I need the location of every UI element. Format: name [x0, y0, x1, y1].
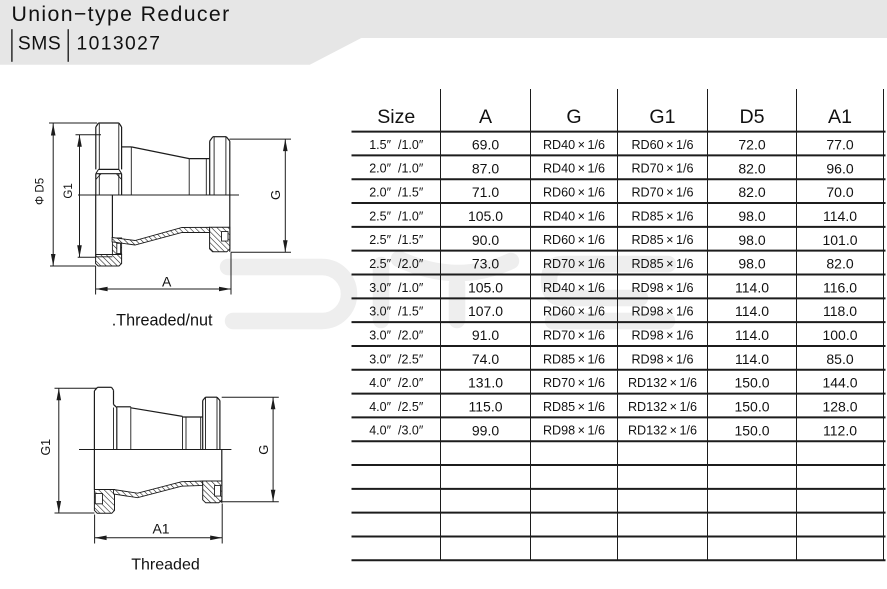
svg-text:Φ D5: Φ D5: [34, 178, 46, 205]
svg-text:98.0: 98.0: [738, 256, 765, 272]
svg-text:99.0: 99.0: [472, 422, 499, 438]
svg-text:G: G: [566, 106, 581, 128]
svg-text:RD40 × 1/6: RD40 × 1/6: [543, 281, 605, 295]
svg-text:87.0: 87.0: [472, 160, 499, 176]
svg-text:100.0: 100.0: [822, 327, 857, 343]
svg-text:RD70 × 1/6: RD70 × 1/6: [631, 186, 693, 200]
svg-text:72.0: 72.0: [738, 137, 765, 153]
svg-text:3.0″ /2.5″: 3.0″ /2.5″: [369, 352, 424, 366]
svg-text:RD60 × 1/6: RD60 × 1/6: [543, 186, 605, 200]
svg-text:114.0: 114.0: [735, 279, 769, 295]
svg-text:RD98 × 1/6: RD98 × 1/6: [631, 281, 693, 295]
svg-text:RD70 × 1/6: RD70 × 1/6: [543, 328, 605, 342]
svg-text:RD70 × 1/6: RD70 × 1/6: [543, 257, 605, 271]
svg-text:Union−type Reducer: Union−type Reducer: [12, 2, 231, 26]
svg-text:71.0: 71.0: [472, 184, 499, 200]
svg-text:2.0″ /1.5″: 2.0″ /1.5″: [369, 186, 424, 200]
svg-text:90.0: 90.0: [472, 232, 499, 248]
svg-text:A1: A1: [828, 106, 852, 128]
svg-text:A: A: [162, 273, 172, 289]
svg-text:114.0: 114.0: [735, 303, 769, 319]
svg-text:105.0: 105.0: [468, 208, 503, 224]
svg-text:118.0: 118.0: [823, 303, 857, 319]
svg-text:RD85 × 1/6: RD85 × 1/6: [631, 257, 693, 271]
svg-text:A: A: [479, 106, 493, 128]
svg-text:82.0: 82.0: [738, 184, 765, 200]
svg-text:3.0″ /2.0″: 3.0″ /2.0″: [369, 328, 424, 342]
svg-text:RD60 × 1/6: RD60 × 1/6: [543, 233, 605, 247]
svg-text:2.5″ /1.5″: 2.5″ /1.5″: [369, 233, 424, 247]
svg-text:G: G: [256, 445, 271, 455]
svg-text:RD85 × 1/6: RD85 × 1/6: [631, 233, 693, 247]
svg-text:150.0: 150.0: [734, 398, 769, 414]
svg-text:112.0: 112.0: [823, 422, 857, 438]
svg-text:RD85 × 1/6: RD85 × 1/6: [543, 400, 605, 414]
svg-text:131.0: 131.0: [468, 375, 503, 391]
svg-text:114.0: 114.0: [735, 351, 769, 367]
svg-text:98.0: 98.0: [738, 232, 765, 248]
svg-text:85.0: 85.0: [826, 351, 853, 367]
svg-text:RD85 × 1/6: RD85 × 1/6: [543, 352, 605, 366]
svg-text:4.0″ /2.0″: 4.0″ /2.0″: [369, 376, 424, 390]
svg-text:74.0: 74.0: [472, 351, 499, 367]
svg-text:RD40 × 1/6: RD40 × 1/6: [543, 138, 605, 152]
svg-text:RD70 × 1/6: RD70 × 1/6: [543, 376, 605, 390]
svg-text:RD85 × 1/6: RD85 × 1/6: [631, 209, 693, 223]
svg-text:1.5″ /1.0″: 1.5″ /1.0″: [369, 138, 424, 152]
svg-text:.Threaded/nut: .Threaded/nut: [112, 312, 213, 330]
svg-text:RD40 × 1/6: RD40 × 1/6: [543, 209, 605, 223]
svg-text:73.0: 73.0: [472, 256, 499, 272]
svg-text:3.0″ /1.5″: 3.0″ /1.5″: [369, 305, 424, 319]
svg-text:70.0: 70.0: [826, 184, 853, 200]
svg-text:SMS: SMS: [18, 33, 61, 54]
svg-text:G1: G1: [39, 439, 53, 456]
svg-text:RD132 × 1/6: RD132 × 1/6: [628, 400, 697, 414]
svg-text:116.0: 116.0: [823, 279, 857, 295]
svg-text:RD60 × 1/6: RD60 × 1/6: [631, 138, 693, 152]
svg-text:82.0: 82.0: [738, 160, 765, 176]
svg-text:2.5″ /1.0″: 2.5″ /1.0″: [369, 209, 424, 223]
svg-text:144.0: 144.0: [822, 375, 857, 391]
svg-text:RD98 × 1/6: RD98 × 1/6: [631, 305, 693, 319]
svg-text:RD70 × 1/6: RD70 × 1/6: [631, 162, 693, 176]
svg-text:128.0: 128.0: [822, 398, 857, 414]
svg-text:114.0: 114.0: [735, 327, 769, 343]
svg-text:D5: D5: [739, 106, 764, 128]
svg-text:G1: G1: [63, 183, 75, 198]
svg-text:G: G: [268, 190, 283, 200]
svg-text:2.0″ /1.0″: 2.0″ /1.0″: [369, 162, 424, 176]
svg-text:4.0″ /3.0″: 4.0″ /3.0″: [369, 424, 424, 438]
svg-text:RD60 × 1/6: RD60 × 1/6: [543, 305, 605, 319]
svg-text:98.0: 98.0: [738, 208, 765, 224]
svg-text:2.5″ /2.0″: 2.5″ /2.0″: [369, 257, 424, 271]
svg-text:91.0: 91.0: [472, 327, 499, 343]
svg-text:114.0: 114.0: [823, 208, 857, 224]
svg-text:96.0: 96.0: [826, 160, 853, 176]
svg-text:150.0: 150.0: [734, 422, 769, 438]
svg-text:101.0: 101.0: [822, 232, 857, 248]
svg-text:RD98 × 1/6: RD98 × 1/6: [543, 424, 605, 438]
svg-text:RD98 × 1/6: RD98 × 1/6: [631, 352, 693, 366]
svg-text:1013027: 1013027: [77, 33, 162, 54]
svg-text:4.0″ /2.5″: 4.0″ /2.5″: [369, 400, 424, 414]
svg-text:RD40 × 1/6: RD40 × 1/6: [543, 162, 605, 176]
svg-text:Size: Size: [377, 106, 415, 128]
svg-text:77.0: 77.0: [826, 137, 853, 153]
svg-text:G1: G1: [649, 106, 675, 128]
svg-text:107.0: 107.0: [468, 303, 503, 319]
svg-text:115.0: 115.0: [469, 398, 503, 414]
svg-text:Threaded: Threaded: [131, 557, 200, 574]
svg-text:105.0: 105.0: [468, 279, 503, 295]
svg-text:3.0″ /1.0″: 3.0″ /1.0″: [369, 281, 424, 295]
svg-text:69.0: 69.0: [472, 137, 499, 153]
svg-text:A1: A1: [152, 520, 169, 536]
svg-text:RD98 × 1/6: RD98 × 1/6: [631, 328, 693, 342]
svg-text:RD132 × 1/6: RD132 × 1/6: [628, 424, 697, 438]
svg-text:82.0: 82.0: [826, 256, 853, 272]
svg-text:150.0: 150.0: [734, 375, 769, 391]
svg-text:RD132 × 1/6: RD132 × 1/6: [628, 376, 697, 390]
